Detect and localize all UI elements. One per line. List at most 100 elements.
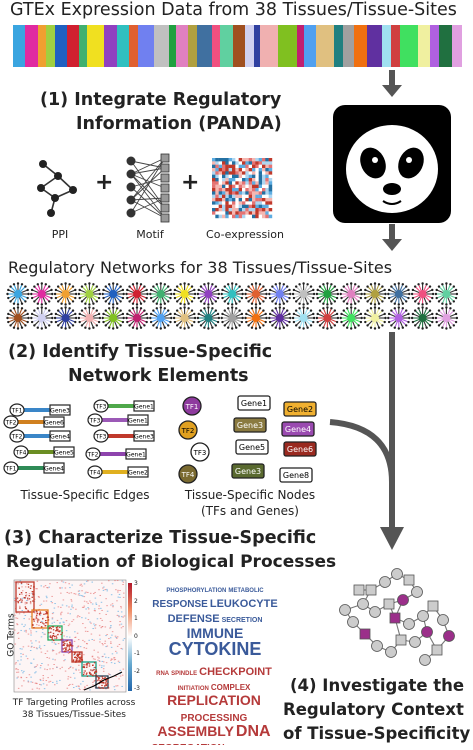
edge-tf-label: TF2 [11,434,23,441]
tissue-color-band [128,25,139,67]
step2-title-line1: (2) Identify Tissue-Specific [8,342,273,362]
tissue-color-band [117,25,129,67]
tf-node: TF3 [190,442,210,462]
wordcloud-word: LEUKOCYTE [209,598,278,611]
tissue-color-band [366,25,382,67]
step1-title-line2: Information (PANDA) [76,114,282,134]
step4-title-line3: of Tissue-Specificity [283,724,471,743]
tissue-color-band [342,25,354,67]
step4-title-line2: Regulatory Context [283,700,464,719]
network-gene-node [383,598,395,610]
network-gene-node [431,644,443,656]
wordcloud-word: ASSEMBLY [157,722,234,739]
tissue-color-band [175,25,189,67]
wordcloud-word: SECRETION [221,617,263,625]
network-tf-node [357,598,369,610]
tissue-color-band [55,25,67,67]
tissue-color-band [138,25,155,67]
svg-text:Gene5: Gene5 [239,443,265,452]
gene-node [160,153,170,163]
svg-text:Gene3: Gene3 [237,421,263,430]
network-gene-node [359,628,371,640]
svg-text:TF4: TF4 [181,471,195,479]
wordcloud-word: METABOLIC [228,588,264,594]
tissue-color-band [25,25,39,67]
tissue-network-icons [6,282,459,330]
wordcloud-word: IMMUNE [186,624,244,641]
tissue-specific-edge: TF2 Gene4 [9,429,71,443]
tissue-network-star [220,306,244,330]
tissue-network-star [410,306,435,330]
tissue-color-band [211,25,220,67]
tf-node: TF1 [182,396,202,416]
arrow-strip-to-panda [382,70,402,97]
wordcloud-word: SPINDLE [171,671,198,677]
edge-gene-label: Gene1 [128,418,148,425]
step4-title-line1: (4) Investigate the [290,676,465,695]
motif-bipartite-icon [126,153,170,223]
network-gene-node [389,612,401,624]
edge-tf-label: TF3 [89,418,101,425]
plus-2: + [181,170,200,195]
tf-node: TF2 [178,420,198,440]
tissue-color-band [315,25,334,67]
heatmap-colorbar [128,583,132,691]
header-title: GTEx Expression Data from 38 Tissues/Tis… [10,0,457,20]
tissue-network-star [53,282,78,306]
edge-gene-label: Gene3 [50,408,70,415]
network-tf-node [409,636,421,648]
tissue-network-star [30,282,54,306]
colorbar-tick: 2 [134,597,138,605]
edge-gene-label: Gene5 [54,450,74,457]
coexpression-heatmap-icon [212,158,273,219]
gene-node [160,163,170,173]
regulatory-context-network [339,568,455,666]
svg-text:TF3: TF3 [193,449,207,457]
tissue-specific-edge: TF3 Gene1 [87,413,149,427]
tissue-network-star [410,282,435,306]
edge-tf-label: TF3 [95,434,107,441]
wordcloud-word: RESPONSE [152,599,208,611]
tissue-network-star [363,282,387,306]
wordcloud-word: CYTOKINE [168,638,262,658]
tissue-network-star [268,282,292,306]
edge-gene-label: Gene4 [50,434,70,441]
tissue-color-band [13,25,26,67]
tissue-color-band [168,25,176,67]
gene-node [160,193,170,203]
tissue-network-star [244,282,268,306]
tissue-color-band [381,25,392,67]
network-gene-node [365,584,377,596]
gene-node: Gene5 [235,439,269,455]
tf-node [126,182,136,192]
tissue-color-band [46,25,56,67]
svg-text:Gene4: Gene4 [285,425,311,434]
tissue-network-star [196,306,221,330]
colorbar-tick: 0 [134,632,138,640]
tf-targeting-heatmap [13,579,127,693]
gene-node [160,213,170,223]
tissue-network-star [315,282,340,306]
tissue-network-star [101,282,125,306]
gene-node: Gene6 [283,441,317,457]
edge-tf-label: TF3 [95,404,107,411]
network-tf-node [443,630,455,642]
tissue-network-star [268,306,292,330]
tissue-network-star [291,282,316,306]
network-tf-node [347,616,359,628]
coexpression-label: Co-expression [206,228,284,241]
tissue-color-band [399,25,418,67]
svg-text:Gene1: Gene1 [241,399,267,408]
tissue-network-star [149,306,173,330]
step3-title-line2: Regulation of Biological Processes [6,552,337,572]
tissue-network-star [149,282,173,306]
tissue-color-band [278,25,297,67]
motif-label: Motif [136,228,164,241]
network-tf-node [437,614,449,626]
tissue-network-star [339,306,363,330]
